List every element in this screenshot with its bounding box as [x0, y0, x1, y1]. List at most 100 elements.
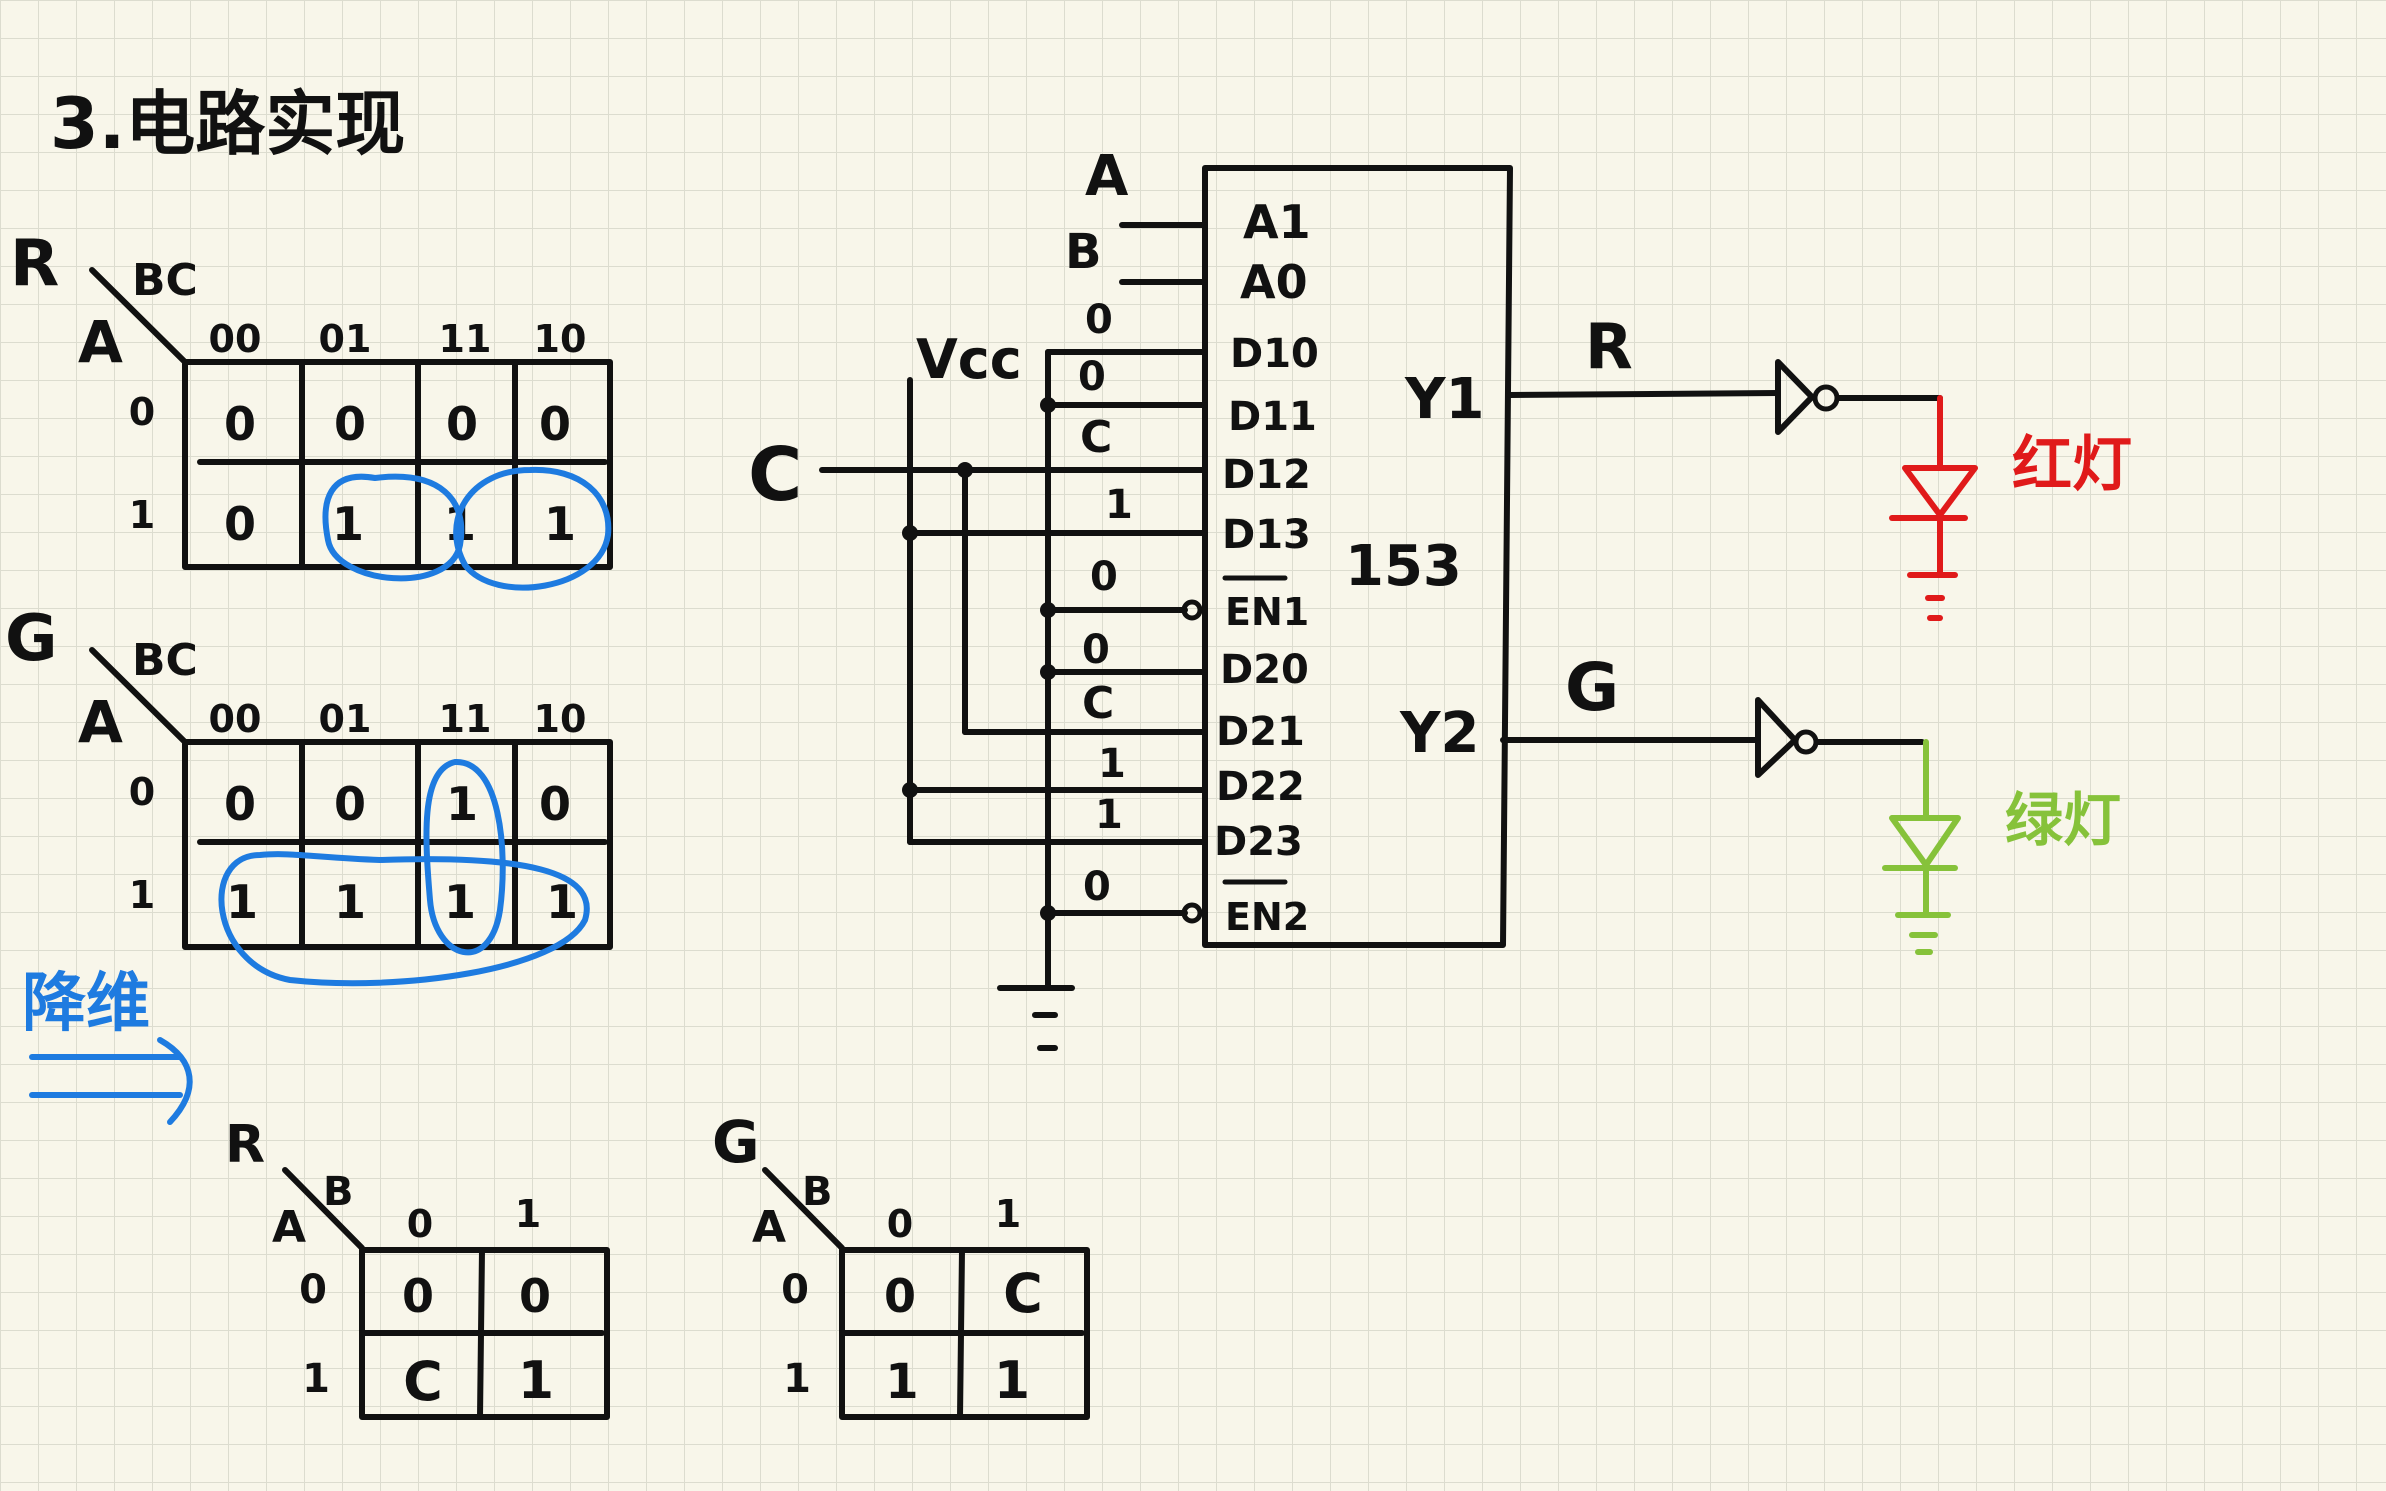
not-gate-icon — [1775, 359, 1815, 435]
kmap-r-cell: 0 — [334, 397, 366, 451]
junction-dot — [1040, 664, 1056, 680]
output-y1-label: Y1 — [1404, 367, 1485, 432]
small-g-divider — [957, 1247, 965, 1420]
pin-value: 0 — [1085, 297, 1113, 343]
pin-label: D11 — [1228, 394, 1317, 440]
kmap-r-label: R — [10, 227, 59, 301]
kmap-g-row-header: 0 — [129, 770, 155, 814]
kmap-g-cell: 1 — [444, 875, 476, 929]
red-led-icon — [1889, 395, 1978, 621]
pin-value: 1 — [1098, 741, 1126, 787]
kmap-r-col-header: 00 — [209, 317, 262, 361]
junction-dot — [902, 782, 918, 798]
pin-value: C — [1082, 678, 1114, 729]
small-g-cell: 1 — [885, 1354, 918, 1410]
small-r-row-header: 1 — [302, 1356, 330, 1402]
pin-label: EN1 — [1225, 590, 1309, 634]
kmap-r-cell: 1 — [332, 497, 364, 551]
input-a-label: A — [1085, 144, 1129, 209]
small-r-label: R — [225, 1115, 265, 1175]
wire-y1 — [1507, 390, 1781, 398]
small-r-cell: 1 — [518, 1351, 554, 1411]
kmap-g-row-var: A — [78, 688, 123, 756]
reduce-label: 降维 — [22, 967, 150, 1041]
small-r-cell: 0 — [402, 1269, 434, 1323]
kmap-r-diagonal — [89, 267, 188, 365]
page-title: 3.电路实现 — [50, 83, 405, 165]
small-g-cell: 1 — [994, 1351, 1030, 1411]
kmap-r-col-header: 10 — [534, 317, 587, 361]
kmap-r-col-header: 11 — [439, 317, 492, 361]
kmap-g-cell: 1 — [226, 875, 258, 929]
red-light-label: 红灯 — [2012, 430, 2132, 500]
junction-dot — [1040, 397, 1056, 413]
pin-label: A0 — [1240, 255, 1308, 309]
pin-value: C — [1080, 412, 1112, 463]
pin-label: D12 — [1222, 452, 1311, 498]
kmap-r-cell: 1 — [544, 497, 576, 551]
kmap-r-col-header: 01 — [319, 317, 372, 361]
vcc-label: Vcc — [916, 328, 1022, 391]
green-led-icon — [1882, 739, 1961, 955]
small-g-col-header: 0 — [887, 1202, 913, 1246]
kmap-r-col-var: BC — [132, 255, 198, 306]
kmap-r-group-loop — [322, 473, 465, 582]
small-r-diagonal — [282, 1167, 365, 1251]
kmap-g: G BC A 00 01 11 10 0 1 0 0 1 0 1 1 1 1 — [5, 602, 613, 987]
small-g-row-header: 1 — [783, 1356, 811, 1402]
input-c-label: C — [748, 432, 802, 518]
junction-dot — [902, 525, 918, 541]
small-g-row-var: A — [752, 1202, 786, 1253]
kmap-g-label: G — [5, 602, 58, 676]
kmap-r-cell: 0 — [224, 397, 256, 451]
pin-value: 1 — [1105, 482, 1133, 528]
input-b-label: B — [1065, 224, 1102, 280]
pin-label: D23 — [1214, 819, 1303, 865]
pin-label: D21 — [1216, 709, 1305, 755]
small-r-cell: 0 — [519, 1269, 551, 1323]
small-g-col-var: B — [802, 1169, 833, 1215]
small-r-col-header: 1 — [515, 1192, 541, 1236]
pin-value: 0 — [1082, 627, 1110, 673]
output-r-label: R — [1585, 310, 1633, 383]
pin-label: D22 — [1216, 764, 1305, 810]
kmap-g-cell: 0 — [334, 777, 366, 831]
small-r-col-header: 0 — [407, 1202, 433, 1246]
small-r-row-var: A — [272, 1202, 306, 1253]
not-gate-bubble — [1812, 384, 1840, 412]
chip-153-body — [1202, 165, 1513, 948]
reduce-annotation: 降维 — [22, 967, 193, 1125]
kmap-r: R BC A 00 01 11 10 0 1 0 0 0 0 0 1 1 1 — [10, 227, 613, 591]
small-g-label: G — [712, 1108, 760, 1176]
small-g-cell: 0 — [884, 1269, 916, 1323]
kmap-g-col-header: 10 — [534, 697, 587, 741]
kmap-g-row-header: 1 — [129, 873, 155, 917]
kmap-r-cell: 0 — [539, 397, 571, 451]
junction-dot — [1040, 602, 1056, 618]
double-arrow-icon — [157, 1037, 193, 1125]
pin-value: 0 — [1083, 864, 1111, 910]
pin-value: 0 — [1090, 554, 1118, 600]
small-r-row-header: 0 — [299, 1267, 327, 1313]
small-kmap-g: G B A 0 1 0 1 0 C 1 1 — [712, 1108, 1090, 1420]
kmap-g-diagonal — [89, 647, 188, 745]
green-light-label: 绿灯 — [2005, 786, 2121, 854]
small-g-cell: C — [1003, 1262, 1043, 1325]
kmap-r-group-loop — [453, 466, 612, 591]
kmap-g-col-header: 11 — [439, 697, 492, 741]
kmap-g-cell: 0 — [539, 777, 571, 831]
kmap-g-col-header: 01 — [319, 697, 372, 741]
inverted-enable-bubble — [1181, 599, 1203, 621]
kmap-r-cell: 0 — [224, 497, 256, 551]
junction-dot — [1040, 905, 1056, 921]
kmap-g-col-var: BC — [132, 635, 198, 686]
kmap-r-row-var: A — [78, 308, 123, 376]
small-g-row-header: 0 — [781, 1267, 809, 1313]
pin-label: A1 — [1243, 195, 1311, 249]
kmap-r-row-header: 0 — [129, 390, 155, 434]
kmap-g-col-header: 00 — [209, 697, 262, 741]
chip-name: 153 — [1345, 534, 1462, 599]
kmap-g-grid — [182, 739, 613, 950]
kmap-g-cell: 0 — [224, 777, 256, 831]
